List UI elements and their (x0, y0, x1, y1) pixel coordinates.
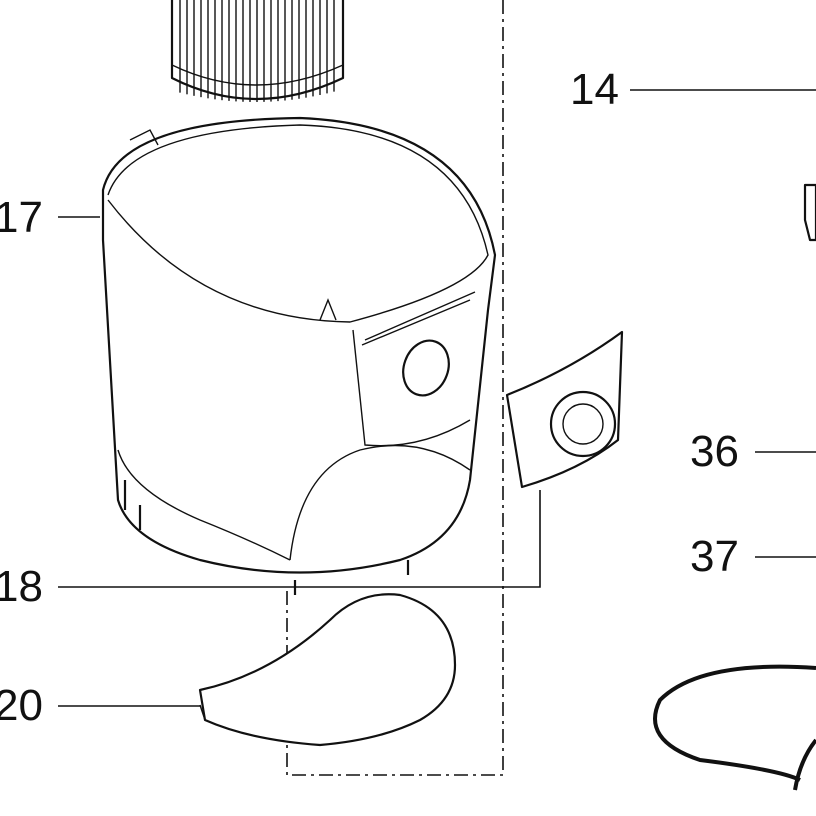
callout-17: 17 (0, 193, 43, 242)
tank-part-17 (101, 116, 497, 595)
cartridge-filter (170, 0, 345, 102)
hose-inlet-part-36 (505, 330, 624, 489)
foam-pad-part-20 (198, 593, 457, 747)
callout-20: 20 (0, 681, 43, 730)
callout-36: 36 (690, 427, 739, 476)
callout-18: 18 (0, 562, 43, 611)
callout-37: 37 (690, 532, 739, 581)
power-cord-icon (653, 664, 816, 791)
leader-18 (58, 490, 541, 588)
callout-14: 14 (570, 65, 619, 114)
fastener-icon (803, 183, 816, 242)
